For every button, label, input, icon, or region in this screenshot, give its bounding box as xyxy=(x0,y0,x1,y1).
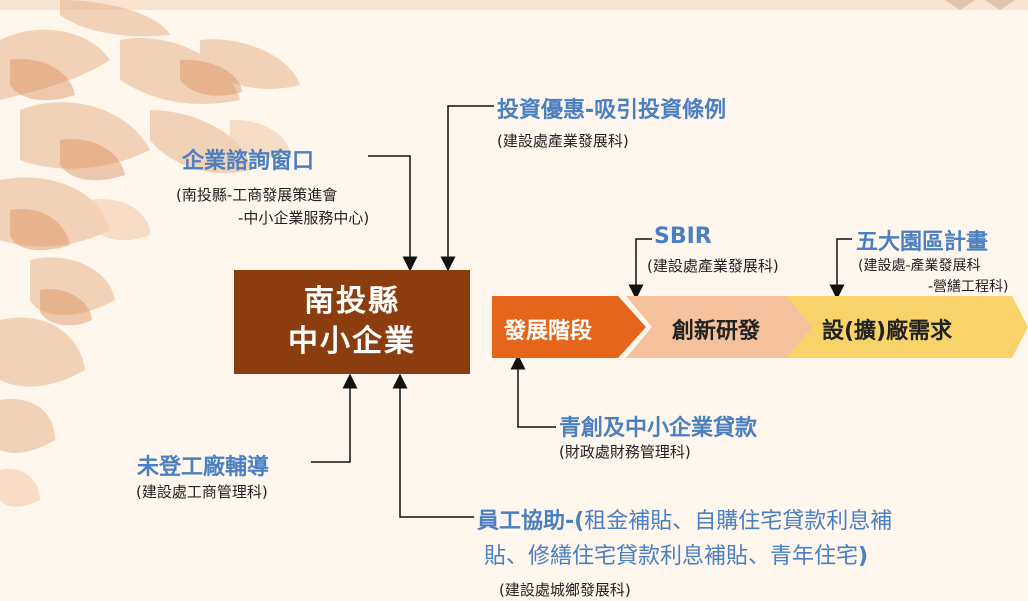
employee-sub: (建設處城鄉發展科) xyxy=(499,581,631,599)
employee-line2-wrap: 貼、修繕住宅貸款利息補貼、青年住宅) xyxy=(484,538,868,570)
unregistered-title: 未登工廠輔導 xyxy=(137,455,270,480)
main-box-line1: 南投縣 xyxy=(304,284,400,319)
stage-1-label: 發展階段 xyxy=(504,319,593,344)
consult-sub1: (南投縣-工商發展策進會 xyxy=(176,186,338,204)
stage-3-shape xyxy=(786,296,1028,358)
employee-line1: 員工協助-(租金補貼、自購住宅貸款利息補 xyxy=(477,503,892,535)
employee-line2: 貼、修繕住宅貸款利息補貼、青年住宅 xyxy=(484,544,859,569)
sbir-title: SBIR xyxy=(654,224,712,249)
employee-close: ) xyxy=(858,544,869,569)
top-band xyxy=(0,0,1028,10)
stage-3-label: 設(擴)廠需求 xyxy=(822,319,953,344)
loan-title: 青創及中小企業貸款 xyxy=(559,416,758,441)
consult-title: 企業諮詢窗口 xyxy=(182,149,315,174)
main-sme-box: 南投縣 中小企業 xyxy=(234,270,470,374)
parks-title: 五大園區計畫 xyxy=(856,230,989,255)
investment-title: 投資優惠-吸引投資條例 xyxy=(497,98,727,123)
unregistered-sub: (建設處工商管理科) xyxy=(136,483,268,501)
consult-sub2: -中小企業服務中心) xyxy=(238,209,370,227)
parks-sub2: -營繕工程科) xyxy=(928,279,1009,295)
employee-line1-text: 租金補貼、自購住宅貸款利息補 xyxy=(584,509,893,534)
stage-2-label: 創新研發 xyxy=(672,319,761,344)
main-box-line2: 中小企業 xyxy=(288,324,416,359)
employee-title: 員工協助 xyxy=(477,509,566,534)
parks-sub1: (建設處-產業發展科 xyxy=(858,258,981,274)
loan-sub: (財政處財務管理科) xyxy=(559,443,691,461)
stage-2-shape xyxy=(626,296,818,358)
sbir-sub: (建設處產業發展科) xyxy=(647,257,779,275)
investment-sub: (建設處產業發展科) xyxy=(497,132,629,150)
employee-dash: -( xyxy=(565,509,585,534)
stage-1-shape xyxy=(492,296,646,358)
